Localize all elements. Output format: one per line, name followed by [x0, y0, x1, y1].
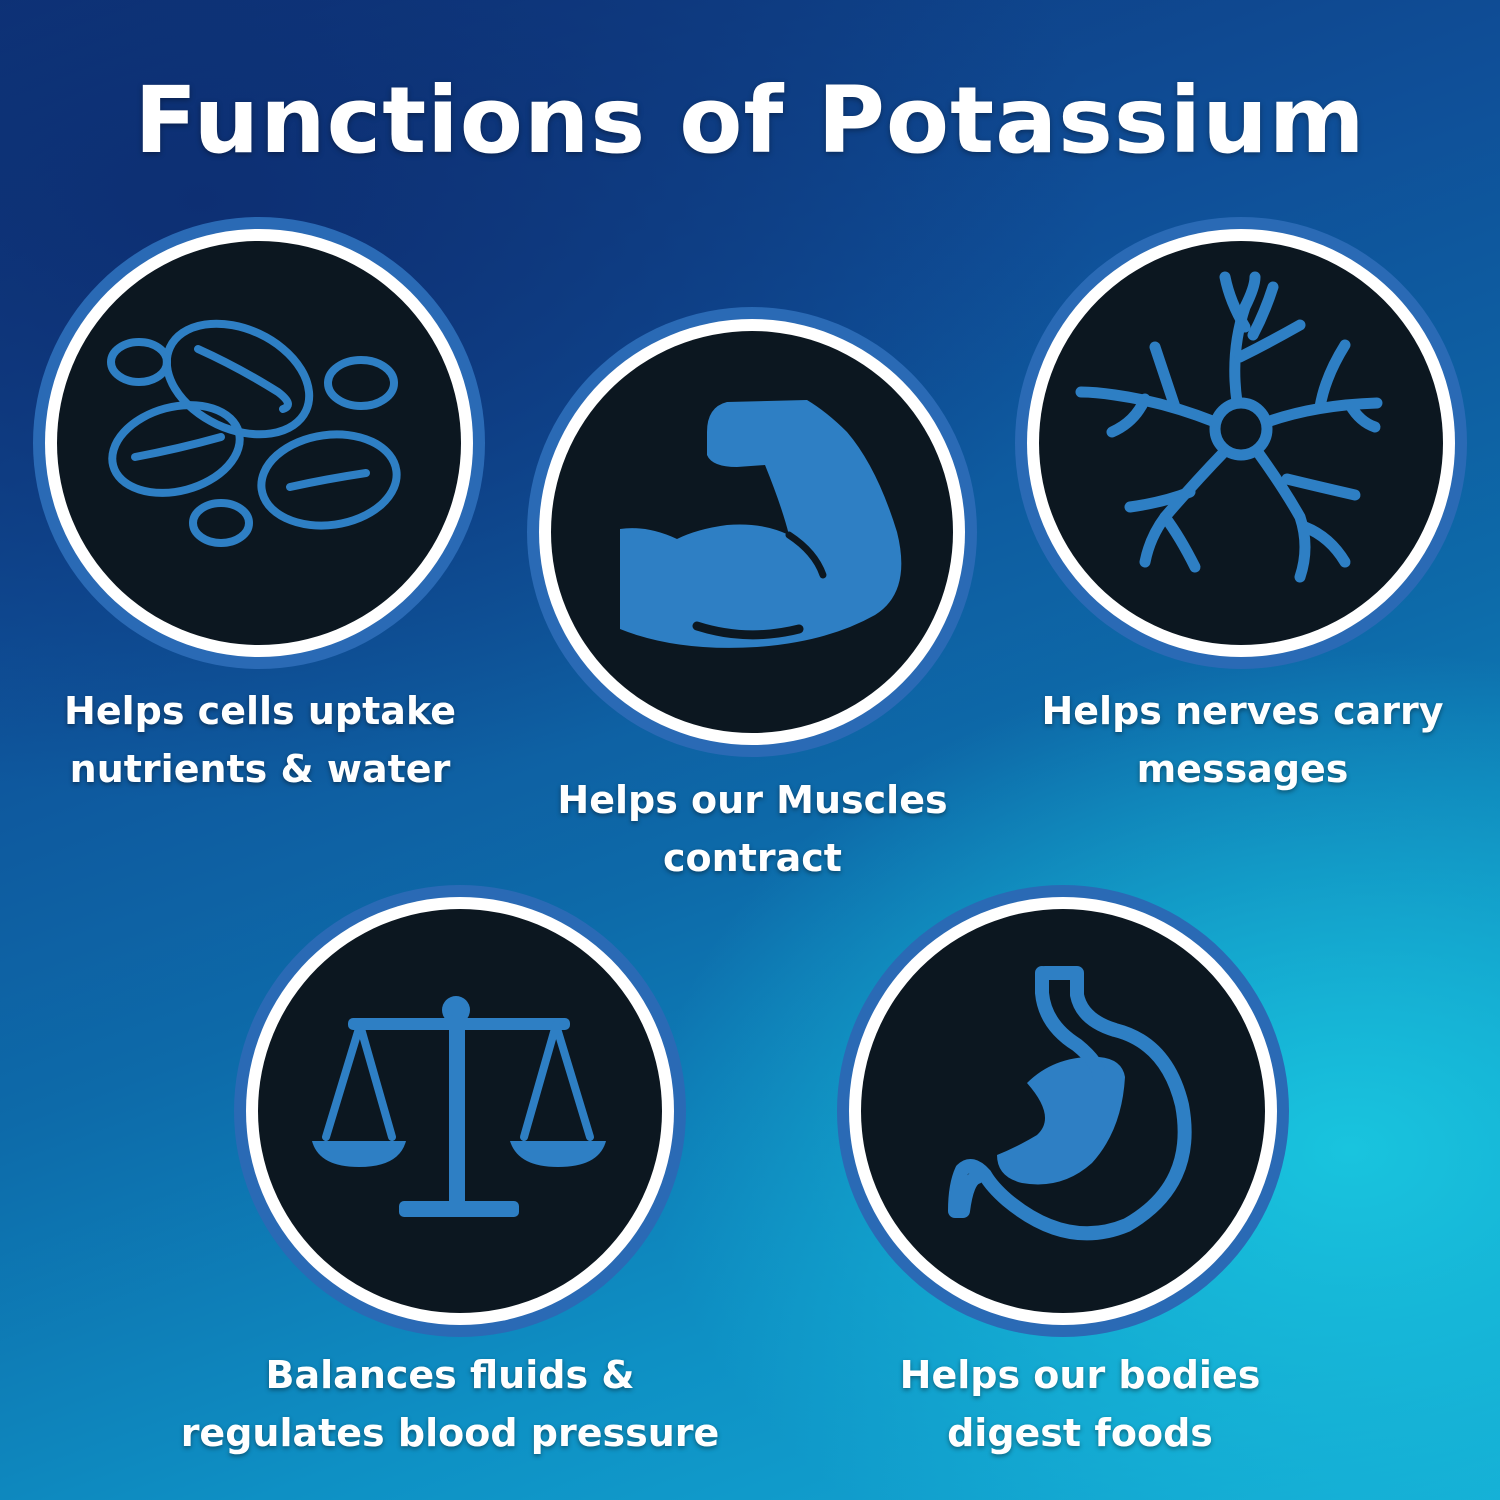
neuron-icon [1075, 271, 1383, 583]
label-muscle: Helps our Muscles contract [557, 778, 948, 880]
label-neuron: Helps nerves carry messages [1041, 689, 1444, 791]
stomach-icon [948, 966, 1192, 1241]
badge-cells [33, 217, 485, 669]
page-title: Functions of Potassium [134, 67, 1366, 174]
blood-cells-icon [107, 319, 401, 547]
badge-neuron [1015, 217, 1467, 669]
label-scale: Balances fluids & regulates blood pressu… [180, 1353, 720, 1455]
label-cells: Helps cells uptake nutrients & water [64, 689, 456, 791]
badge-scale [234, 885, 686, 1337]
badge-muscle [527, 307, 977, 757]
badge-stomach [837, 885, 1289, 1337]
label-stomach: Helps our bodies digest foods [899, 1353, 1261, 1455]
balance-scale-icon [312, 996, 606, 1217]
flexed-arm-icon [620, 400, 902, 648]
